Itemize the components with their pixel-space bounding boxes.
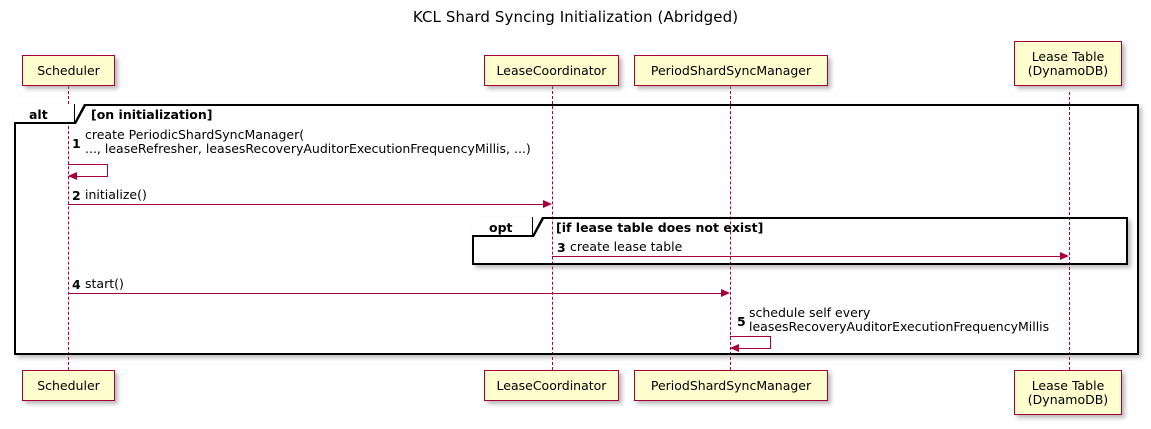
alt-frame — [14, 104, 1139, 355]
message-5-arrowhead — [730, 344, 739, 352]
participant-periodshardsyncmanager-bottom[interactable]: PeriodShardSyncManager — [634, 370, 828, 401]
lifeline-scheduler — [68, 86, 69, 370]
participant-leasecoordinator-top[interactable]: LeaseCoordinator — [484, 55, 619, 86]
opt-frame-condition-label: [if lease table does not exist] — [556, 220, 764, 235]
participant-leasetable-top[interactable]: Lease Table (DynamoDB) — [1014, 41, 1122, 86]
participant-label: PeriodShardSyncManager — [650, 377, 812, 393]
alt-frame-condition-label: [on initialization] — [91, 107, 213, 122]
participant-label: LeaseCoordinator — [496, 377, 607, 393]
lifeline-periodshardsyncmanager — [730, 86, 731, 370]
message-3-arrowhead — [1060, 252, 1069, 260]
participant-scheduler-top[interactable]: Scheduler — [22, 55, 115, 86]
participant-label: Scheduler — [37, 377, 100, 393]
alt-frame-tab-bevel-inner — [75, 104, 84, 121]
message-5-number: 5 — [737, 314, 746, 329]
participant-label: Lease Table (DynamoDB) — [1027, 48, 1109, 78]
opt-frame — [472, 217, 1128, 265]
message-2-line — [68, 204, 543, 205]
opt-frame-tab-bevel-inner — [533, 217, 542, 234]
lifeline-leasetable — [1069, 92, 1070, 370]
message-2-text: initialize() — [85, 187, 147, 202]
message-2-number: 2 — [72, 188, 81, 203]
message-3-number: 3 — [557, 240, 566, 255]
participant-label: Lease Table (DynamoDB) — [1027, 377, 1109, 407]
participant-periodshardsyncmanager-top[interactable]: PeriodShardSyncManager — [634, 55, 828, 86]
alt-frame-operator-label: alt — [29, 107, 48, 122]
message-4-number: 4 — [72, 277, 81, 292]
message-1-number: 1 — [72, 136, 81, 151]
message-4-arrowhead — [721, 289, 730, 297]
message-3-line — [552, 256, 1060, 257]
message-1-arrowhead — [68, 172, 77, 180]
participant-label: LeaseCoordinator — [496, 62, 607, 78]
message-1-self-loop — [68, 164, 108, 177]
message-1-text: create PeriodicShardSyncManager( ..., le… — [85, 127, 531, 156]
diagram-title: KCL Shard Syncing Initialization (Abridg… — [412, 8, 739, 26]
participant-leasecoordinator-bottom[interactable]: LeaseCoordinator — [484, 370, 619, 401]
opt-frame-operator-label: opt — [489, 220, 513, 235]
participant-label: PeriodShardSyncManager — [650, 62, 812, 78]
message-2-arrowhead — [543, 200, 552, 208]
message-4-text: start() — [85, 276, 124, 291]
message-3-text: create lease table — [570, 239, 683, 254]
participant-label: Scheduler — [37, 62, 100, 78]
participant-scheduler-bottom[interactable]: Scheduler — [22, 370, 115, 401]
message-5-text: schedule self every leasesRecoveryAudito… — [749, 305, 1050, 334]
participant-leasetable-bottom[interactable]: Lease Table (DynamoDB) — [1014, 370, 1122, 415]
message-5-self-loop — [730, 336, 771, 349]
message-4-line — [68, 293, 721, 294]
lifeline-leasecoordinator — [552, 86, 553, 370]
